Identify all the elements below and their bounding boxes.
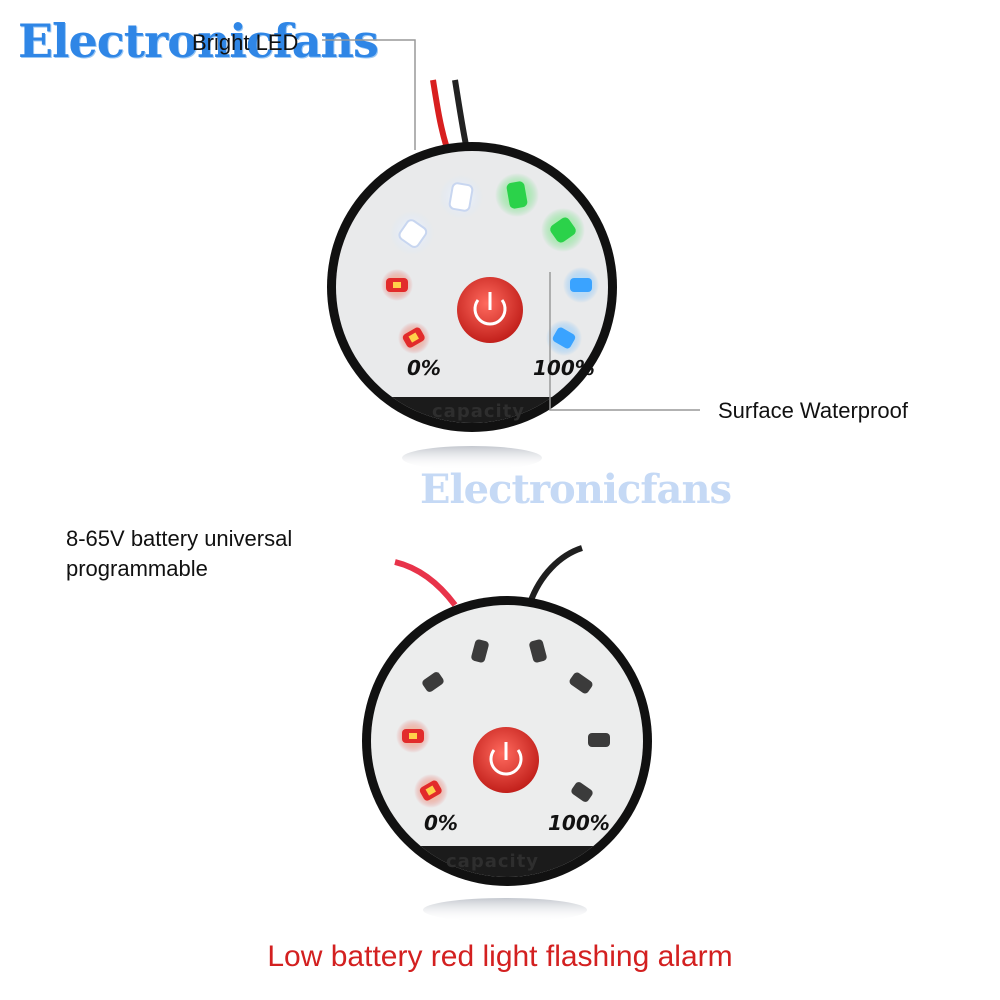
led-red-1 [398, 322, 430, 354]
led-blue-1 [563, 267, 599, 303]
red-wire [430, 79, 449, 146]
led-red-2 [381, 269, 413, 301]
callout-line-waterproof [549, 272, 700, 411]
callout-line-led [322, 39, 416, 150]
led-off-4 [569, 672, 593, 694]
callout-battery-line2: programmable [66, 556, 208, 581]
led-white-2 [439, 175, 483, 219]
led-off-5 [588, 733, 610, 747]
callout-surface-waterproof: Surface Waterproof [718, 398, 908, 423]
power-icon [473, 299, 507, 326]
caption-low-battery-alarm: Low battery red light flashing alarm [267, 940, 733, 973]
red-wire-bottom [394, 559, 458, 607]
led-red-1-bottom [414, 774, 448, 808]
top-meter-min-label: 0% [407, 356, 441, 380]
led-off-1 [422, 672, 444, 692]
led-blue-2 [546, 320, 582, 356]
callout-battery-voltage: 8-65V battery universal programmable [66, 524, 366, 584]
black-wire-bottom [527, 545, 584, 605]
power-button [457, 277, 523, 343]
bottom-meter [362, 545, 652, 922]
black-wire [452, 79, 469, 146]
power-button-bottom [473, 727, 539, 793]
bottom-meter-min-label: 0% [424, 811, 458, 835]
bottom-meter-max-label: 100% [548, 811, 610, 835]
brand-watermark: Electronicfans [420, 466, 732, 513]
top-meter-capacity-label: capacity [432, 401, 526, 422]
led-off-2 [471, 639, 489, 663]
bottom-meter-capacity-label: capacity [446, 851, 540, 872]
led-green-2 [541, 208, 585, 252]
led-white-1 [390, 211, 434, 255]
led-green-1 [495, 173, 539, 217]
top-meter-max-label: 100% [533, 356, 595, 380]
callout-battery-line1: 8-65V battery universal [66, 526, 293, 551]
led-red-2-bottom [396, 719, 430, 753]
brand-logo: Electronicfans [18, 14, 379, 68]
power-icon-bottom [489, 749, 523, 776]
callout-bright-led: Bright LED [192, 30, 299, 55]
led-off-3 [529, 639, 547, 663]
led-off-6 [571, 782, 593, 802]
